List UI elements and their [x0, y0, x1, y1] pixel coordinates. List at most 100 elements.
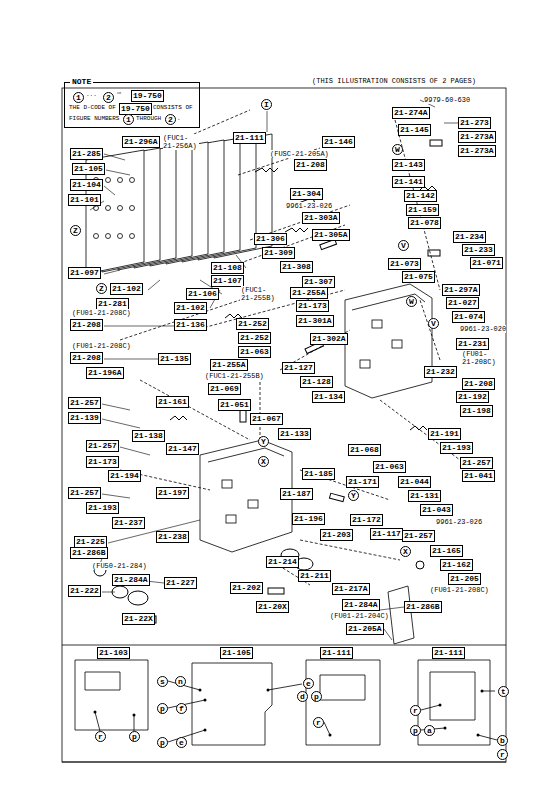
callout-number: 21-297A — [444, 285, 478, 294]
callout-box: 21-231 — [456, 338, 489, 350]
circle-letter: s — [160, 677, 165, 686]
callout-number: 21-273A — [460, 146, 494, 155]
callout-number: 21-051 — [220, 400, 249, 409]
circle-letter: r — [316, 718, 321, 727]
callout-box: 21-309 — [262, 247, 295, 259]
callout-number: 21-127 — [284, 363, 313, 372]
callout-number: 21-043 — [422, 505, 451, 514]
callout-number: 21-193 — [88, 503, 117, 512]
callout-number: 19-750 — [133, 91, 162, 100]
callout-box: 21-074 — [452, 311, 485, 323]
callout-box: 21-208 — [70, 319, 103, 331]
note-heading: NOTE — [70, 77, 93, 87]
circle-letter: I — [264, 100, 269, 109]
callout-number: 21-255A — [212, 360, 246, 369]
callout-box: 21-069 — [208, 383, 241, 395]
callout-box: 21-187 — [280, 488, 313, 500]
callout-box: 21-044 — [398, 476, 431, 488]
bolt-hole — [94, 234, 99, 239]
circle-letter: Y — [261, 437, 266, 446]
letter-circle: p — [410, 725, 421, 736]
callout-box: 21-303A — [302, 212, 340, 224]
letter-circle: e — [303, 678, 314, 689]
callout-box: 21-138 — [132, 430, 165, 442]
callout-box: 19-750 — [131, 90, 164, 102]
callout-number: 21-296A — [124, 137, 158, 146]
callout-number: 21-102 — [176, 303, 205, 312]
callout-box: 21-108 — [211, 262, 244, 274]
callout-number: 21-286B — [406, 602, 440, 611]
callout-box: 21-194 — [108, 470, 141, 482]
callout-number: 21-103 — [99, 648, 128, 657]
callout-box: 21-106 — [186, 288, 219, 300]
callout-number: 21-231 — [458, 339, 487, 348]
callout-number: 21-205 — [450, 574, 479, 583]
bolt-hole — [106, 206, 111, 211]
callout-box: 21-238 — [156, 531, 189, 543]
circle-letter: b — [500, 736, 505, 745]
callout-box: 21-185 — [302, 468, 335, 480]
circle-letter: W — [409, 297, 414, 306]
callout-number: 21-273 — [460, 118, 489, 127]
callout-number: 21-161 — [158, 397, 187, 406]
circle-letter: f — [179, 704, 184, 713]
callout-box: 21-127 — [282, 362, 315, 374]
callout-box: 21-20X — [256, 601, 289, 613]
callout-box: 21-128 — [300, 376, 333, 388]
callout-number: 21-198 — [462, 406, 491, 415]
callout-number: 21-097 — [70, 268, 99, 277]
letter-circle: W — [392, 144, 403, 155]
callout-number: 21-108 — [213, 263, 242, 272]
letter-circle: s — [157, 676, 168, 687]
callout-number: 21-232 — [426, 367, 455, 376]
bolt-hole — [118, 234, 123, 239]
letter-circle: 1 — [123, 114, 134, 125]
callout-number: 21-104 — [72, 180, 101, 189]
callout-number: 21-138 — [134, 431, 163, 440]
callout-number: 21-147 — [168, 444, 197, 453]
callout-number: 21-128 — [302, 377, 331, 386]
callout-box: 21-257 — [86, 440, 119, 452]
callout-box: 21-133 — [278, 428, 311, 440]
callout-number: 21-171 — [348, 477, 377, 486]
callout-box: 21-255A — [290, 287, 328, 299]
callout-box: 21-257 — [68, 397, 101, 409]
callout-box: 21-304 — [290, 188, 323, 200]
callout-number: 21-111 — [434, 648, 463, 657]
callout-box: 21-232 — [424, 366, 457, 378]
callout-box: 21-111 — [320, 647, 353, 659]
callout-box: 21-273A — [458, 131, 496, 143]
callout-box: 21-237 — [112, 517, 145, 529]
letter-circle: e — [176, 737, 187, 748]
callout-number: 21-172 — [352, 515, 381, 524]
callout-number: 21-027 — [448, 298, 477, 307]
circle-letter: V — [401, 241, 406, 250]
callout-box: 21-255A — [210, 359, 248, 371]
callout-box: 21-173 — [296, 300, 329, 312]
letter-circle: I — [261, 99, 272, 110]
callout-box: 21-043 — [420, 504, 453, 516]
callout-number: 21-222 — [70, 586, 99, 595]
callout-number: 21-203 — [322, 530, 351, 539]
circle-letter: r — [413, 706, 418, 715]
part-label: THROUGH — [136, 115, 161, 123]
part-label: (FUC1- 21-256A) — [163, 134, 199, 150]
callout-number: 21-068 — [350, 445, 379, 454]
callout-number: 21-217A — [334, 584, 368, 593]
callout-box: 21-104 — [70, 179, 103, 191]
callout-number: 21-136 — [176, 320, 205, 329]
part-label: (FU01-21-204C) — [330, 612, 389, 620]
callout-box: 21-136 — [174, 319, 207, 331]
bolt-hole — [106, 178, 111, 183]
callout-number: 21-301A — [298, 316, 332, 325]
part-label: (FUC1- 21-255B) — [241, 286, 281, 302]
bolt-hole — [130, 206, 135, 211]
callout-number: 21-187 — [282, 489, 311, 498]
circle-letter: 1 — [76, 93, 81, 102]
letter-circle: V — [428, 318, 439, 329]
callout-box: 21-068 — [348, 444, 381, 456]
callout-number: 21-111 — [235, 133, 264, 142]
callout-box: 21-227 — [164, 577, 197, 589]
circle-letter: 1 — [126, 115, 131, 124]
callout-number: 21-105 — [222, 648, 251, 657]
